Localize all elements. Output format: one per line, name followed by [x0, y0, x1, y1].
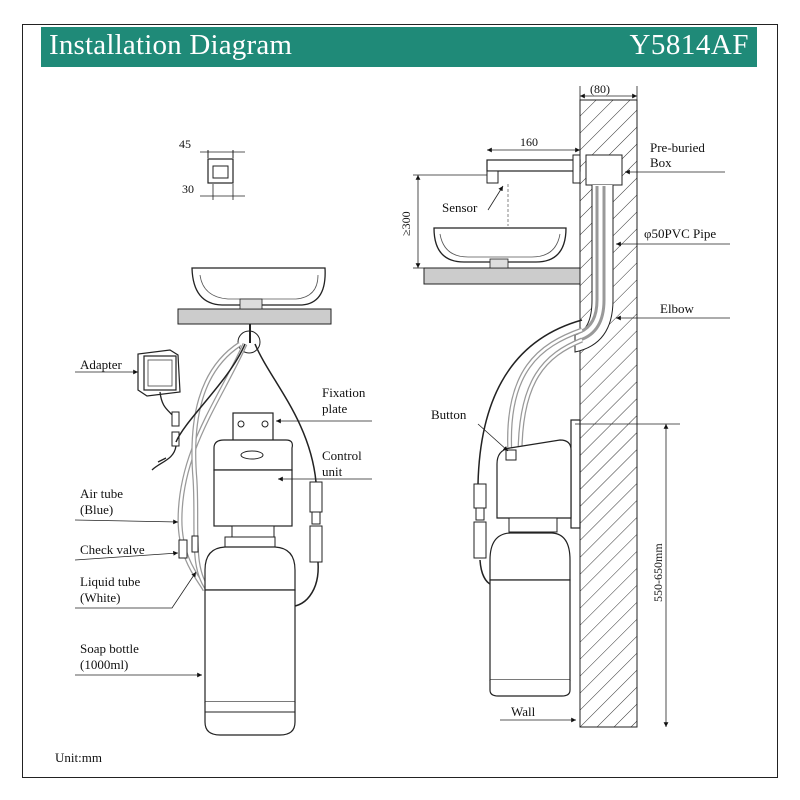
label-wall: Wall: [511, 704, 536, 719]
check-valve: [178, 535, 199, 559]
label-pvc-pipe: φ50PVC Pipe: [644, 226, 716, 241]
dim-45: 45: [179, 137, 191, 151]
model-number: Y5814AF: [629, 29, 749, 61]
label-air-tube-1: Air tube: [80, 486, 123, 501]
label-button: Button: [431, 407, 467, 422]
faucet-top-view: [200, 150, 245, 200]
label-fixation-1: Fixation: [322, 385, 366, 400]
label-soap-bottle-2: (1000ml): [80, 657, 128, 672]
left-soap-bottle: [204, 536, 296, 736]
label-liquid-tube-1: Liquid tube: [80, 574, 141, 589]
label-soap-bottle-1: Soap bottle: [80, 641, 139, 656]
label-liquid-tube-2: (White): [80, 590, 120, 605]
adapter: [137, 349, 181, 471]
dim-300: ≥300: [399, 211, 413, 236]
label-unit: Unit:mm: [55, 750, 102, 765]
right-tubes: [477, 319, 583, 587]
spout: [486, 154, 581, 184]
dim-80: (80): [590, 82, 610, 96]
dim-30: 30: [182, 182, 194, 196]
dim-550-650: 550-650mm: [651, 543, 665, 602]
side-control-unit: [496, 439, 572, 533]
wall: [574, 99, 638, 728]
diagram-frame: [22, 24, 778, 778]
label-control-1: Control: [322, 448, 362, 463]
label-control-2: unit: [322, 464, 343, 479]
control-unit: [213, 439, 293, 541]
diagram-title: Installation Diagram: [49, 29, 293, 61]
label-air-tube-2: (Blue): [80, 502, 113, 517]
label-elbow: Elbow: [660, 301, 695, 316]
right-cable-connector: [473, 483, 487, 559]
label-preburied-1: Pre-buried: [650, 140, 705, 155]
label-adapter: Adapter: [80, 357, 123, 372]
label-fixation-2: plate: [322, 401, 347, 416]
label-sensor: Sensor: [442, 200, 478, 215]
control-cable-connector: [309, 481, 323, 563]
fixation-plate: [232, 412, 274, 444]
right-basin: [423, 184, 581, 285]
dim-160: 160: [520, 135, 538, 149]
left-basin: [177, 267, 332, 354]
header-bar: Installation Diagram Y5814AF: [41, 27, 757, 67]
label-preburied-2: Box: [650, 155, 672, 170]
label-check-valve: Check valve: [80, 542, 145, 557]
right-soap-bottle: [489, 532, 571, 697]
